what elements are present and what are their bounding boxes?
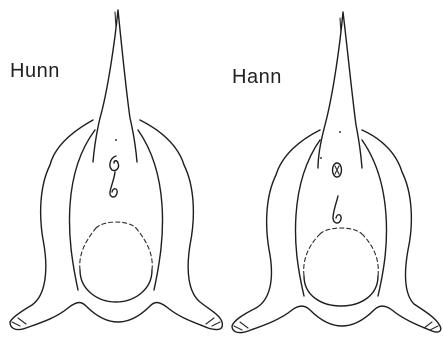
- female-specimen-drawing: [10, 10, 222, 330]
- ventral-region-dashed-right: [304, 234, 379, 276]
- tail-left: [93, 10, 137, 162]
- ventral-region-dashed-left: [80, 228, 153, 270]
- label-male: Hann: [232, 66, 282, 89]
- genital-papilla-left: [110, 156, 119, 171]
- male-specimen-drawing: [232, 12, 441, 333]
- body-outline-left: [10, 120, 222, 330]
- label-female: Hunn: [10, 60, 60, 83]
- tail-right: [318, 12, 362, 168]
- body-outline-right: [232, 130, 441, 333]
